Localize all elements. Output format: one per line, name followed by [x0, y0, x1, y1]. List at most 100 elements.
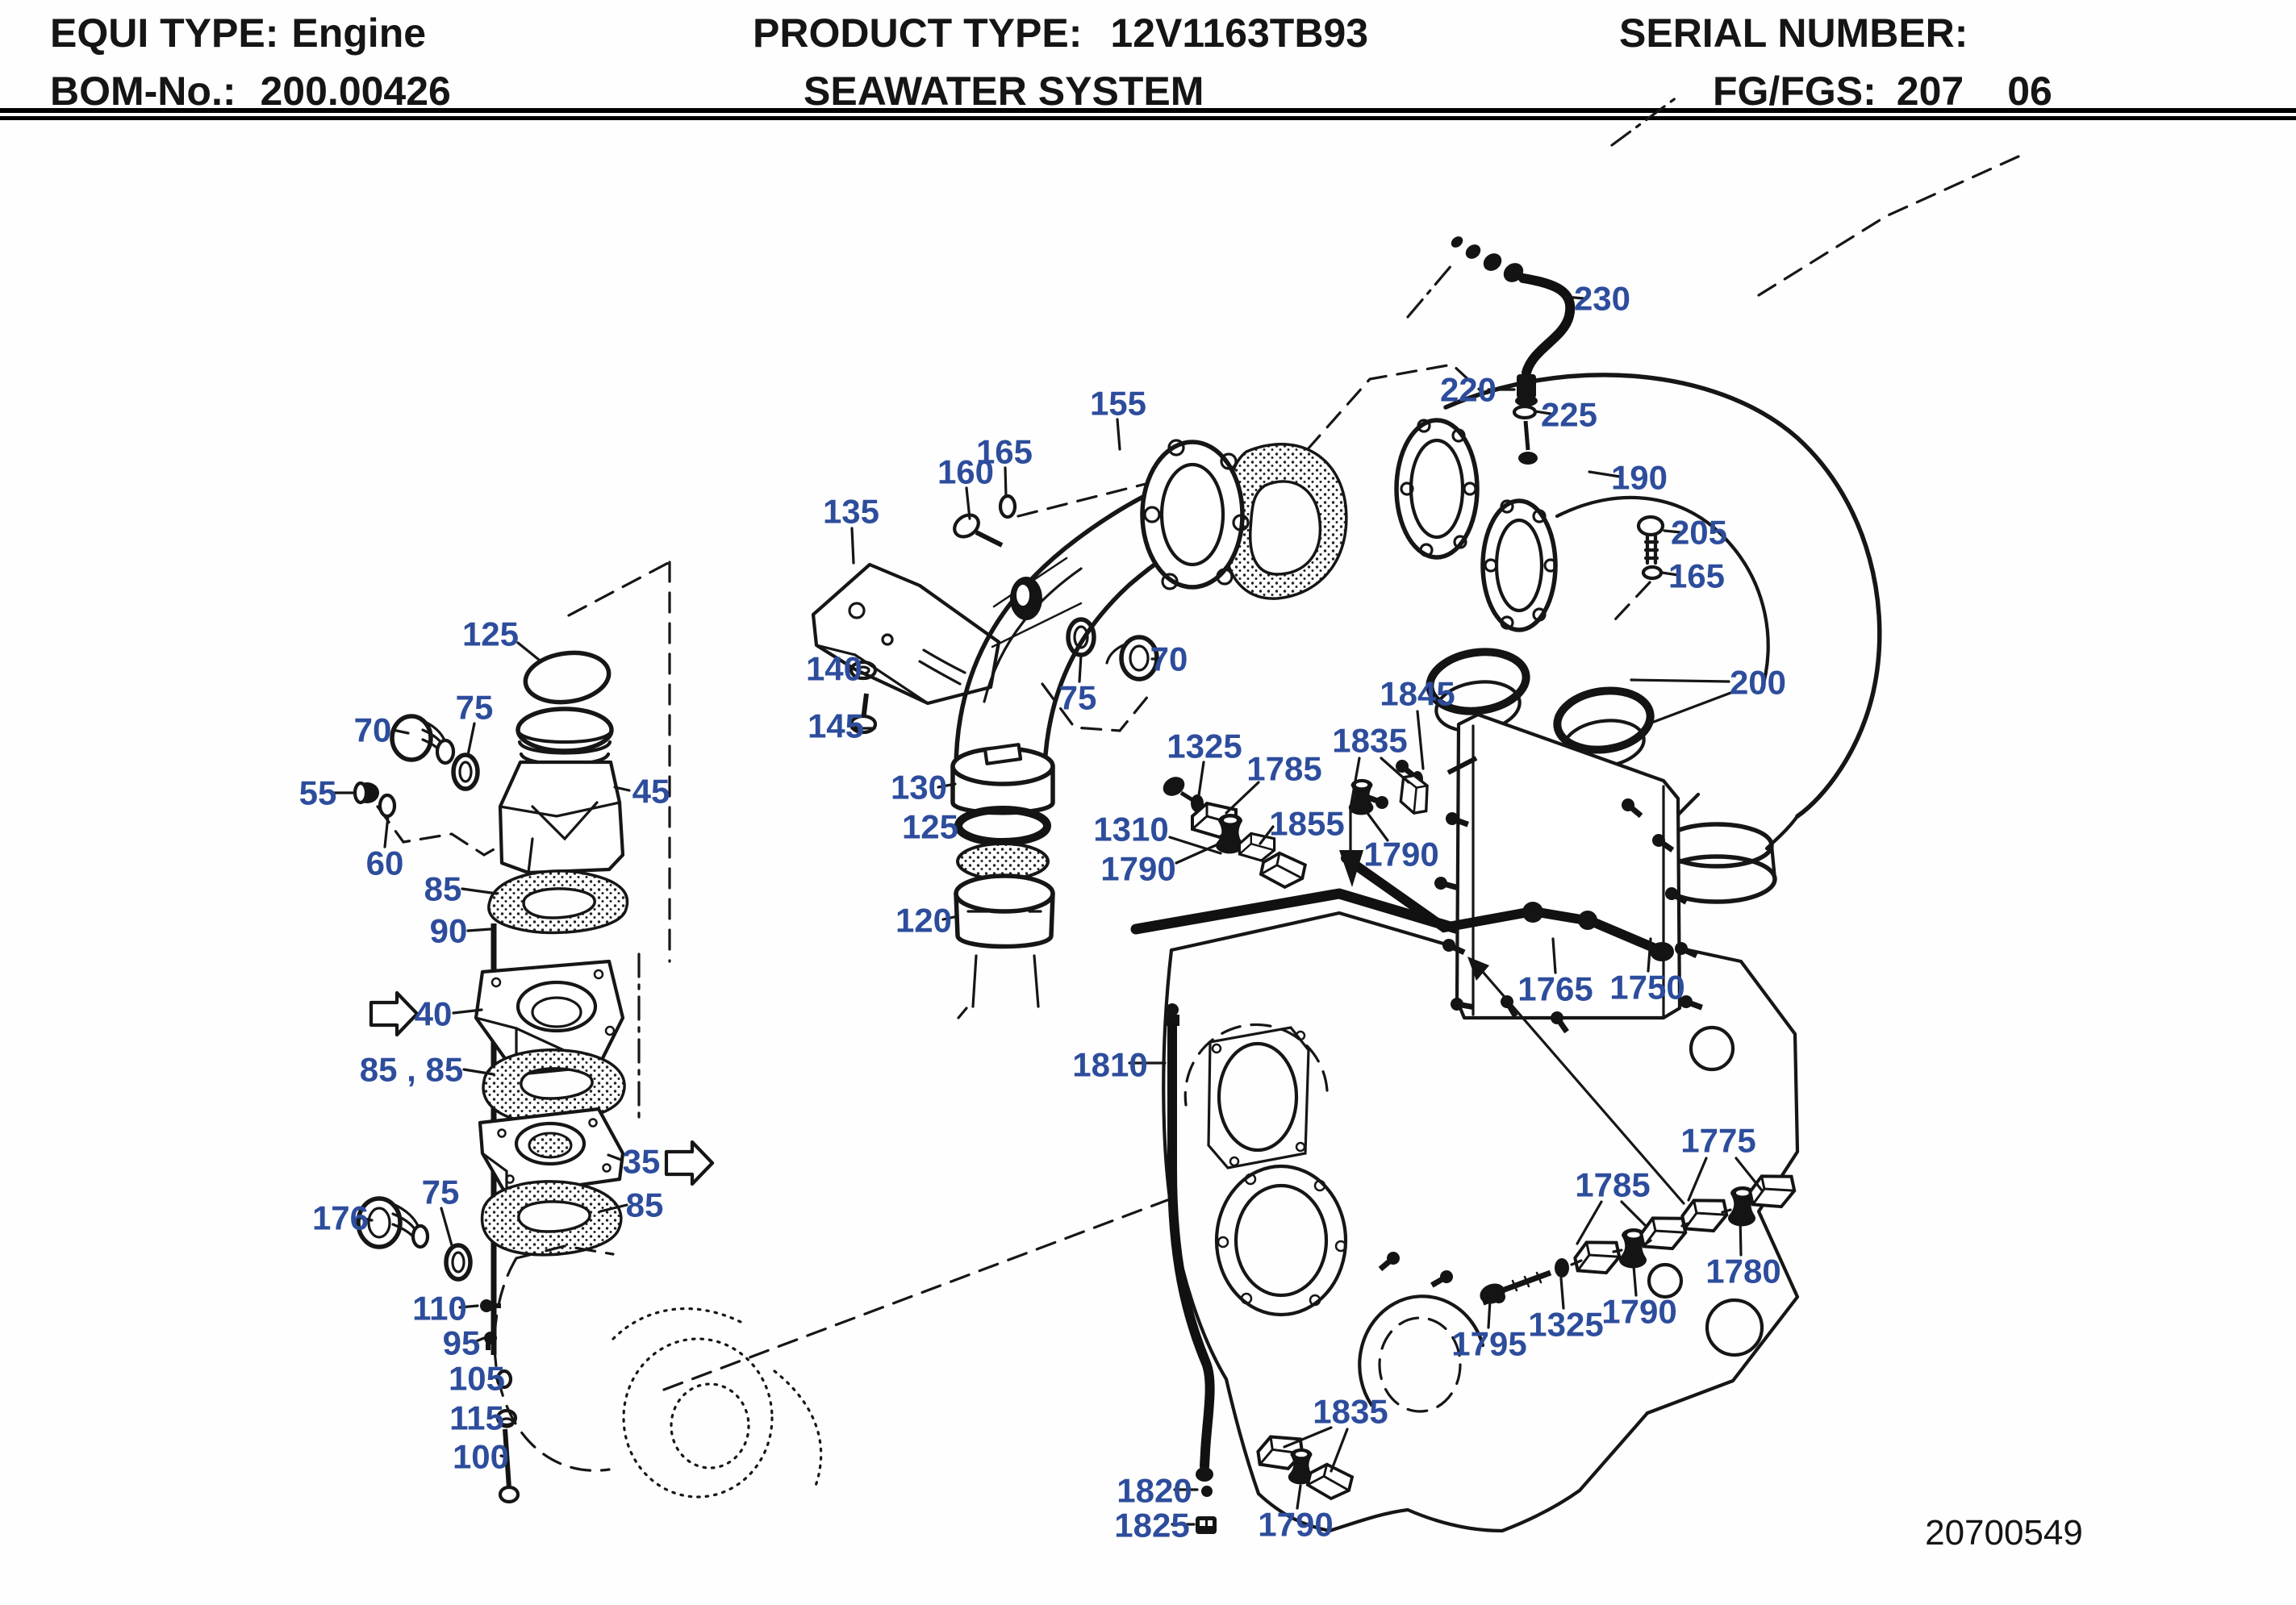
- part-callout-1775: 1775: [1680, 1122, 1755, 1160]
- sleeve-130: [950, 743, 1055, 815]
- bolt-below-225: [1518, 420, 1538, 465]
- part-callout-165: 165: [1668, 557, 1725, 595]
- seal-75-b: [444, 1243, 473, 1282]
- centerline-dashdot: [637, 94, 1681, 1124]
- small-screw-95: [484, 1332, 497, 1350]
- part-callout-1795: 1795: [1451, 1325, 1526, 1363]
- pipe-1765-1750: [1341, 853, 1674, 961]
- part-callout-75: 75: [1059, 679, 1097, 717]
- product-type-label: PRODUCT TYPE:: [753, 10, 1083, 56]
- part-callout-1750: 1750: [1609, 969, 1684, 1007]
- part-callout-1790: 1790: [1601, 1293, 1676, 1331]
- washer-140: [849, 660, 878, 681]
- part-callout-40: 40: [415, 995, 453, 1033]
- product-type-row: PRODUCT TYPE: 12V1163TB93: [753, 10, 1368, 56]
- plug-176: [356, 1196, 430, 1249]
- part-callout-120: 120: [895, 902, 952, 940]
- equi-type-row: EQUI TYPE: Engine: [50, 10, 426, 56]
- part-callout-110: 110: [412, 1290, 467, 1328]
- part-callout-85-85: 85 , 85: [360, 1051, 463, 1089]
- part-callout-165: 165: [976, 433, 1033, 471]
- small-screw-110: [480, 1299, 501, 1312]
- clamp-cluster-1845: [1348, 756, 1478, 817]
- filled-arrow-down-icon: [1339, 850, 1363, 887]
- clamp-cluster-center: [1163, 777, 1309, 892]
- seal-grommet-dark: [1010, 577, 1042, 620]
- part-callout-55: 55: [299, 774, 337, 812]
- part-callout-85: 85: [626, 1186, 664, 1224]
- nut-55: [353, 781, 379, 805]
- part-callout-70: 70: [1150, 640, 1188, 678]
- washer-165-right: [1641, 565, 1664, 581]
- part-callout-60: 60: [366, 844, 404, 882]
- bolt-205: [1636, 515, 1665, 565]
- bolt-100: [498, 1428, 520, 1504]
- part-callout-1810: 1810: [1072, 1046, 1147, 1084]
- part-callout-155: 155: [1090, 385, 1146, 423]
- part-callout-140: 140: [806, 650, 862, 688]
- part-callout-1790: 1790: [1258, 1506, 1333, 1544]
- bead-1820: [1201, 1486, 1213, 1497]
- washer-225: [1512, 404, 1538, 420]
- part-callout-90: 90: [430, 912, 468, 950]
- part-callout-100: 100: [453, 1438, 509, 1476]
- equi-type-label: EQUI TYPE:: [50, 10, 279, 56]
- part-callout-145: 145: [808, 707, 864, 745]
- gasket-85-85: [482, 1048, 626, 1124]
- gasket-85-a: [487, 869, 629, 935]
- bolt-160: [953, 513, 1004, 548]
- part-callout-1785: 1785: [1575, 1166, 1650, 1204]
- part-callout-1785: 1785: [1246, 750, 1321, 788]
- fg-label: FG/FGS:: [1713, 69, 1876, 114]
- diagram-art: [332, 94, 2020, 1534]
- part-callout-85: 85: [424, 870, 462, 908]
- part-callout-225: 225: [1541, 396, 1597, 434]
- part-callout-190: 190: [1611, 459, 1668, 497]
- part-callout-230: 230: [1574, 280, 1630, 318]
- part-callout-176: 176: [312, 1199, 369, 1237]
- hose-230-chain: [1451, 236, 1576, 377]
- part-callout-135: 135: [823, 493, 879, 531]
- part-callout-70: 70: [354, 711, 392, 749]
- fg-sheet: 06: [2007, 69, 2052, 114]
- fitting-220: [1515, 374, 1538, 406]
- bom-label: BOM-No.:: [50, 69, 236, 114]
- part-callout-105: 105: [449, 1360, 505, 1398]
- part-callout-130: 130: [891, 769, 947, 807]
- part-callout-1835: 1835: [1313, 1393, 1388, 1431]
- part-callout-125: 125: [462, 615, 519, 653]
- clamp-chain-bottom-right: [1480, 1168, 1799, 1304]
- part-callout-200: 200: [1730, 664, 1786, 702]
- part-callout-160: 160: [937, 453, 994, 491]
- nut-1825: [1196, 1516, 1217, 1534]
- part-callout-75: 75: [422, 1174, 460, 1211]
- part-callout-1855: 1855: [1269, 805, 1344, 843]
- flange-155: [1140, 439, 1250, 590]
- product-type-value: 12V1163TB93: [1110, 10, 1369, 56]
- part-callout-1835: 1835: [1332, 722, 1407, 760]
- gasket-85-b: [480, 1180, 623, 1257]
- bom-value: 200.00426: [260, 69, 451, 114]
- part-callout-1790: 1790: [1363, 836, 1438, 873]
- part-callout-220: 220: [1440, 371, 1497, 409]
- part-callout-45: 45: [632, 773, 670, 811]
- part-callout-1310: 1310: [1093, 811, 1168, 848]
- elbow-190: [1394, 373, 1882, 904]
- header-rule-bottom: [0, 116, 2296, 120]
- part-callout-95: 95: [443, 1324, 481, 1362]
- part-callout-1820: 1820: [1117, 1472, 1192, 1510]
- part-callout-1845: 1845: [1380, 675, 1455, 713]
- equi-type-value: Engine: [291, 10, 427, 56]
- bolt-145: [849, 693, 878, 735]
- hose-1810: [1165, 1003, 1215, 1482]
- part-callout-115: 115: [449, 1399, 504, 1437]
- part-callout-75: 75: [456, 689, 494, 727]
- leader-lines: [332, 295, 1764, 1526]
- plug-70-center: [1105, 635, 1159, 682]
- housing-45: [498, 707, 625, 875]
- block-arrow-right-icon: [664, 1140, 715, 1186]
- part-callout-1780: 1780: [1705, 1253, 1780, 1290]
- block-arrow-right-icon: [369, 990, 420, 1037]
